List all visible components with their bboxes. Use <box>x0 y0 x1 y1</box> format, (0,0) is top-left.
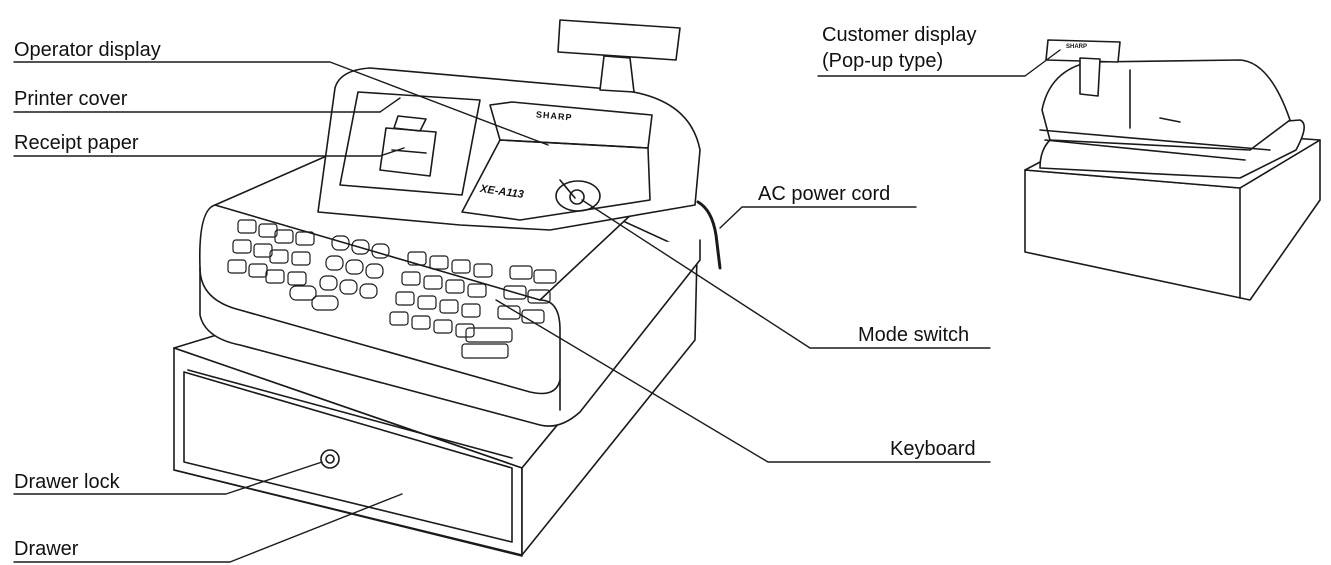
label-ac-power-cord: AC power cord <box>758 183 891 205</box>
label-customer-display: Customer display <box>822 24 977 46</box>
label-keyboard: Keyboard <box>890 438 976 460</box>
register-body-illustration <box>200 68 700 426</box>
function-key-block <box>462 266 556 358</box>
keyboard-keys-illustration <box>228 220 556 358</box>
leader-operator-display <box>14 62 548 145</box>
drawer-lock-illustration <box>321 450 339 468</box>
numeric-key-block <box>290 236 389 310</box>
leader-drawer <box>14 494 402 562</box>
dept-key-block <box>390 252 492 337</box>
ac-power-cord-illustration <box>698 202 720 268</box>
left-key-block <box>228 220 314 285</box>
leader-drawer-lock <box>14 462 322 494</box>
leader-mode-switch <box>582 200 990 348</box>
label-printer-cover: Printer cover <box>14 88 128 110</box>
leader-keyboard <box>496 300 990 462</box>
leader-lines <box>14 50 1060 562</box>
label-mode-switch: Mode switch <box>858 324 970 346</box>
label-drawer-lock: Drawer lock <box>14 471 120 493</box>
inset-brand-mark: SHARP <box>1066 44 1088 50</box>
label-operator-display: Operator display <box>14 39 161 61</box>
label-drawer: Drawer <box>14 538 79 560</box>
inset-register-illustration <box>1025 40 1320 300</box>
leader-customer-display <box>818 50 1060 76</box>
label-customer-display-type: (Pop-up type) <box>822 50 944 72</box>
leader-ac-power-cord <box>720 207 916 228</box>
label-receipt-paper: Receipt paper <box>14 132 139 154</box>
leader-receipt-paper <box>14 148 404 156</box>
leader-printer-cover <box>14 98 400 112</box>
pop-up-display-illustration <box>558 20 680 92</box>
